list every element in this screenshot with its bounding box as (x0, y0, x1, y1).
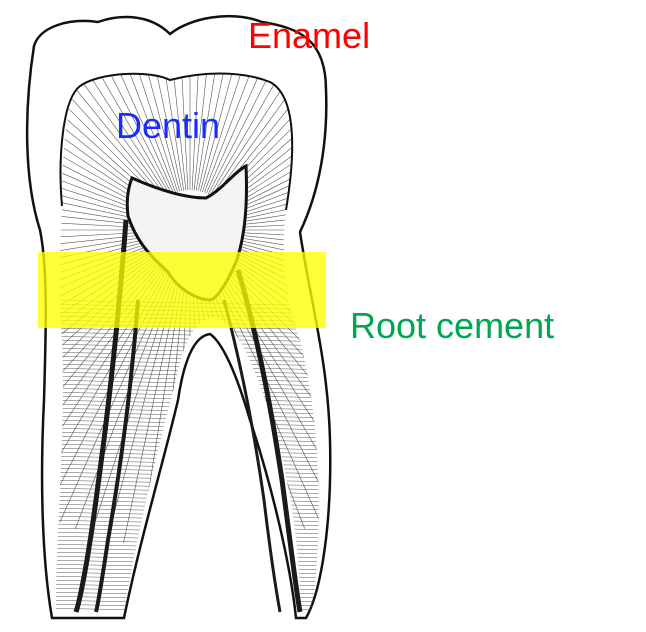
enamel-label: Enamel (248, 18, 370, 54)
root-cement-highlight (38, 252, 326, 328)
dentin-label: Dentin (116, 108, 220, 144)
root-cement-label: Root cement (350, 308, 554, 344)
